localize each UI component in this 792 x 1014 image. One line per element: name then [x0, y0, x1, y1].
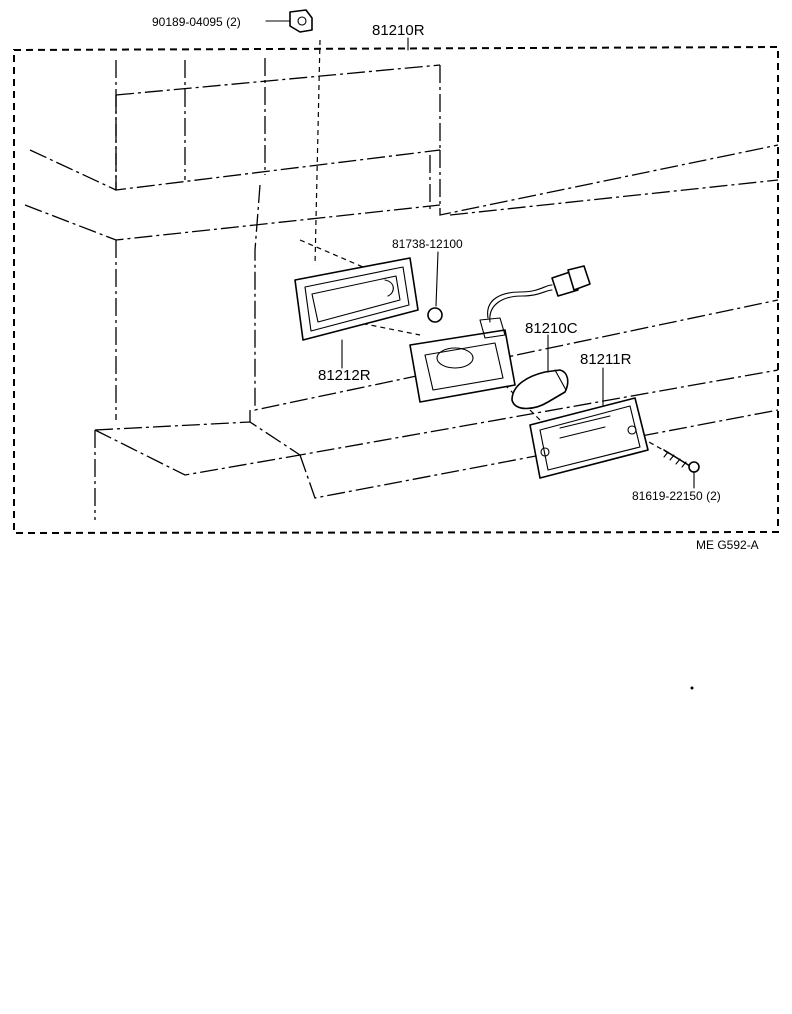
label-lens: 81211R	[580, 351, 632, 368]
label-clip: 90189-04095 (2)	[152, 15, 241, 29]
label-screw: 81619-22150 (2)	[632, 489, 721, 503]
bulb-part	[511, 334, 569, 410]
lens-part	[529, 367, 649, 479]
figure-code: ME G592-A	[696, 538, 759, 552]
lamp-housing-part	[409, 251, 591, 403]
gasket-part	[294, 257, 419, 369]
screw-part	[663, 449, 700, 489]
stray-dot	[690, 686, 694, 690]
clip-part	[265, 9, 313, 33]
label-socket: 81738-12100	[392, 237, 463, 251]
label-lamp-assembly: 81210R	[372, 22, 425, 39]
label-gasket: 81212R	[318, 367, 371, 384]
diagram-frame	[13, 45, 779, 535]
label-bulb: 81210C	[525, 320, 578, 337]
